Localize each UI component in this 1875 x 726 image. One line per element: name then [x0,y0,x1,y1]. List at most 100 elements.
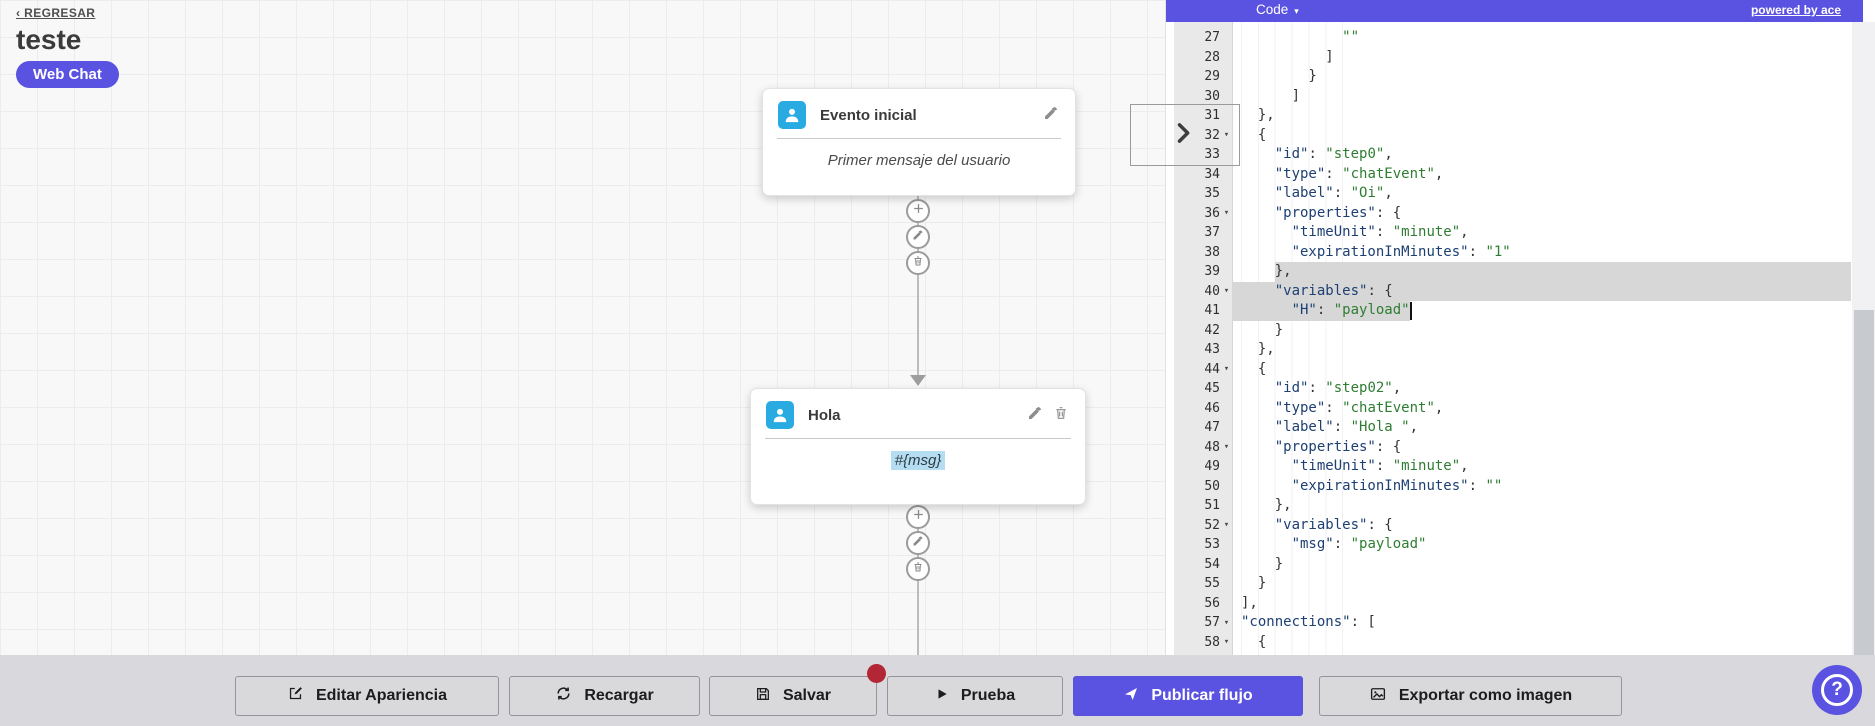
powered-by-ace-link[interactable]: powered by ace [1750,3,1841,17]
fold-toggle[interactable]: ▾ [1223,520,1230,531]
code-line[interactable]: 31 }, [1166,106,1851,126]
code-line[interactable]: 49 "timeUnit": "minute", [1166,457,1851,477]
code-panel[interactable]: Code▾ powered by ace 27 ""28 ]29 }30 ]31… [1165,0,1875,655]
line-number: 56 [1204,595,1220,611]
code-text: }, [1241,107,1275,123]
code-text: "expirationInMinutes": "1" [1291,243,1511,260]
image-icon [1369,685,1387,708]
code-line[interactable]: 52▾ "variables": { [1166,516,1851,536]
code-line[interactable]: 41 "H": "payload" [1166,301,1851,321]
delete-connection-button[interactable] [906,251,930,275]
node-header: Evento inicial [763,89,1075,138]
fold-toggle[interactable]: ▾ [1223,617,1230,628]
reload-button[interactable]: Recargar [509,676,700,716]
edit-node-button[interactable] [1043,105,1059,126]
code-line[interactable]: 43 }, [1166,340,1851,360]
line-number: 28 [1204,49,1220,65]
code-line[interactable]: 34 "type": "chatEvent", [1166,165,1851,185]
code-line[interactable]: 51 }, [1166,496,1851,516]
code-line[interactable]: 39 }, [1166,262,1851,282]
code-line[interactable]: 32▾ { [1166,126,1851,146]
code-line[interactable]: 56], [1166,594,1851,614]
publish-flow-button[interactable]: Publicar flujo [1073,676,1303,716]
code-line[interactable]: 55 } [1166,574,1851,594]
code-text: "" [1342,29,1360,45]
selection-highlight [1233,301,1410,321]
code-line[interactable]: 48▾ "properties": { [1166,438,1851,458]
line-number: 27 [1204,30,1220,46]
edit-connection-button[interactable] [906,225,930,249]
code-line[interactable]: 40▾ "variables": { [1166,281,1851,302]
code-line[interactable]: 33 "id": "step0", [1166,145,1851,165]
line-number: 42 [1204,322,1220,338]
fold-toggle[interactable]: ▾ [1223,637,1230,648]
code-content[interactable]: 27 ""28 ]29 }30 ]31 },32▾ {33 "id": "ste… [1166,28,1851,652]
edit-square-icon [287,685,304,707]
code-line[interactable]: 42 } [1166,321,1851,341]
fold-toggle[interactable]: ▾ [1223,130,1230,141]
save-button[interactable]: Salvar [709,676,877,716]
back-link[interactable]: ‹ REGRESAR [16,6,95,20]
flow-title: teste [16,24,82,55]
code-text: { [1241,126,1267,143]
scrollbar-thumb[interactable] [1854,310,1874,655]
add-step-button[interactable] [906,199,930,223]
test-button[interactable]: Prueba [887,676,1063,716]
code-text: "type": "chatEvent", [1274,165,1444,182]
back-arrow-icon: ‹ [16,6,21,20]
code-line[interactable]: 44▾ { [1166,360,1851,380]
code-line[interactable]: 29 } [1166,67,1851,87]
code-text: } [1241,575,1267,591]
fold-toggle[interactable]: ▾ [1223,364,1230,375]
indent-guides [1233,22,1345,655]
fold-toggle[interactable]: ▾ [1223,442,1230,453]
code-text: "properties": { [1274,204,1402,221]
pencil-icon [912,228,924,246]
delete-connection-button[interactable] [906,557,930,581]
code-line[interactable]: 37 "timeUnit": "minute", [1166,223,1851,243]
flow-canvas[interactable]: ‹ REGRESAR teste Web Chat [0,0,1165,655]
code-line[interactable]: 35 "label": "Oi", [1166,184,1851,204]
edit-node-button[interactable] [1027,405,1043,426]
trash-icon [912,254,924,272]
play-icon [935,687,949,706]
export-image-button[interactable]: Exportar como imagen [1319,676,1622,716]
code-line[interactable]: 47 "label": "Hola ", [1166,418,1851,438]
node-initial-event[interactable]: Evento inicial Primer mensaje del usuari… [762,88,1076,196]
node-header: Hola [751,389,1085,438]
line-number: 57▾ [1166,613,1233,633]
code-line[interactable]: 38 "expirationInMinutes": "1" [1166,243,1851,263]
code-text: "connections": [ [1241,614,1376,630]
code-line[interactable]: 27 "" [1166,28,1851,48]
code-text: "timeUnit": "minute", [1291,458,1469,474]
code-line[interactable]: 30 ] [1166,87,1851,107]
code-line[interactable]: 50 "expirationInMinutes": "" [1166,477,1851,497]
code-line[interactable]: 54 } [1166,555,1851,575]
caret-down-icon: ▾ [1294,6,1299,16]
code-line[interactable]: 58▾ { [1166,633,1851,653]
save-icon [755,686,771,707]
scrollbar[interactable] [1852,22,1875,655]
edit-connection-button[interactable] [906,531,930,555]
code-line[interactable]: 28 ] [1166,48,1851,68]
fold-toggle[interactable]: ▾ [1223,286,1230,297]
fold-toggle[interactable]: ▾ [1223,208,1230,219]
code-line[interactable]: 53 "msg": "payload" [1166,535,1851,555]
node-chat-step[interactable]: Hola #{msg} [750,388,1086,505]
edit-appearance-button[interactable]: Editar Apariencia [235,676,499,716]
code-line[interactable]: 57▾ "connections": [ [1166,613,1851,633]
add-step-button[interactable] [906,505,930,529]
code-line[interactable]: 46 "type": "chatEvent", [1166,399,1851,419]
trash-icon [912,560,924,578]
plus-icon [912,508,925,526]
collapse-panel-button[interactable] [1130,104,1240,166]
delete-node-button[interactable] [1053,405,1069,426]
code-line[interactable]: 36▾ "properties": { [1166,204,1851,224]
line-number: 37 [1204,225,1220,241]
code-line[interactable]: 45 "id": "step02", [1166,379,1851,399]
line-number: 40▾ [1166,282,1233,302]
help-button[interactable]: ? [1812,665,1862,715]
connector-line [917,196,919,376]
code-mode-select[interactable]: Code▾ [1256,2,1299,17]
